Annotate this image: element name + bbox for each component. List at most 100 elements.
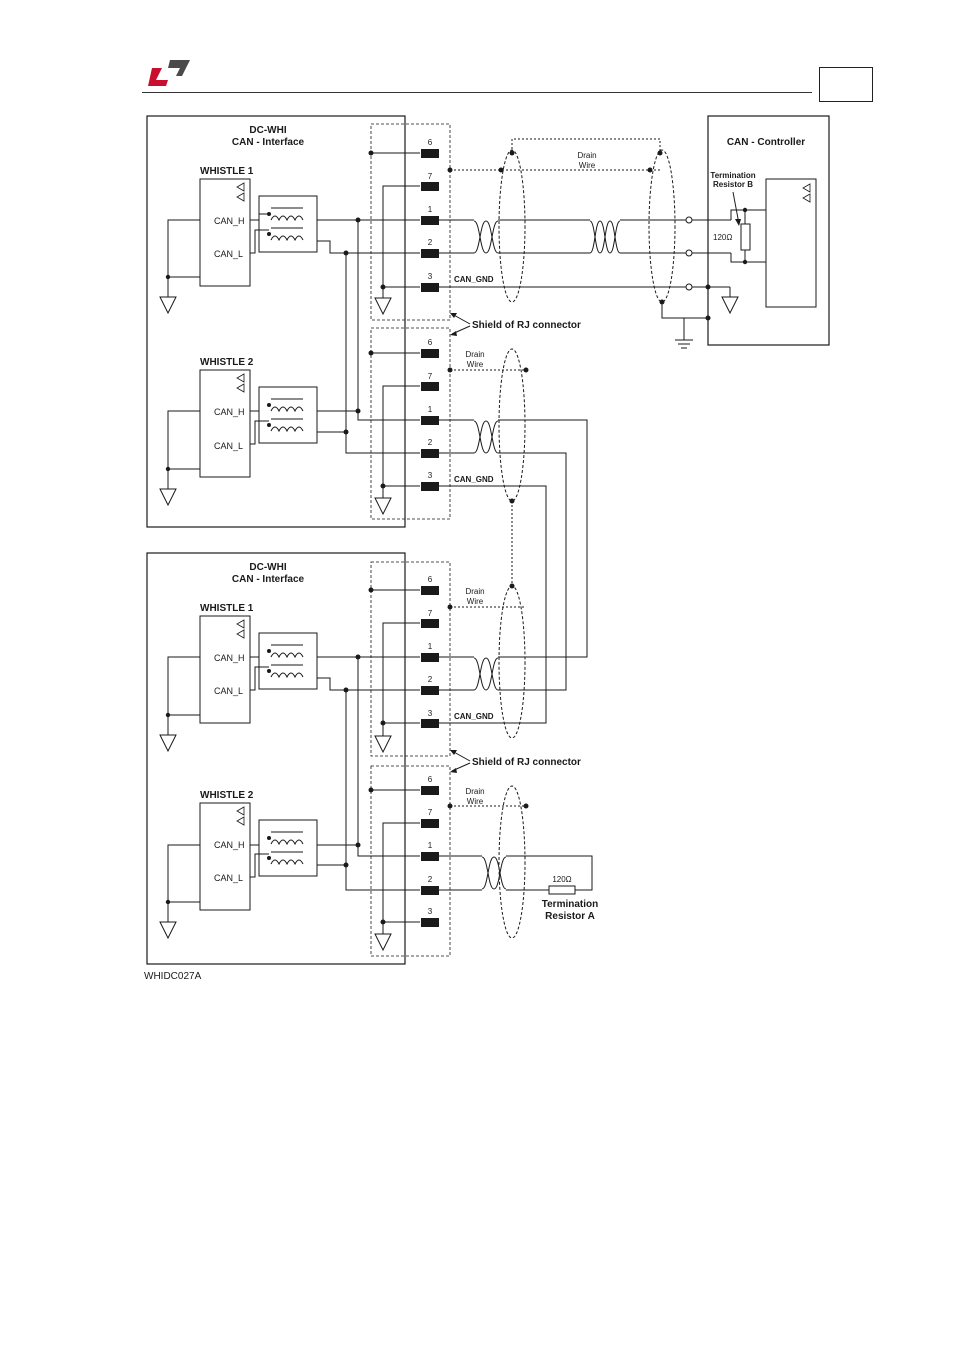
dc-whi-title-1: DC-WHI <box>249 125 286 136</box>
svg-text:6: 6 <box>428 775 433 784</box>
dc-whi-box-2 <box>146 552 406 965</box>
svg-text:1: 1 <box>428 205 433 214</box>
whistle-label: WHISTLE 1 <box>200 166 254 177</box>
termination-resistor-a <box>548 885 576 895</box>
svg-text:6: 6 <box>428 138 433 147</box>
signal-triangle-icon <box>236 182 245 202</box>
svg-text:Wire: Wire <box>579 161 596 170</box>
can-l-label: CAN_L <box>214 441 243 451</box>
ground-triangle-icon <box>374 287 392 315</box>
common-mode-choke-icon <box>258 819 318 877</box>
svg-text:2: 2 <box>428 875 433 884</box>
rj-connector-pins: 6 7 1 2 3 <box>421 138 439 292</box>
header-divider <box>142 92 812 93</box>
whistle-drive-box <box>199 615 251 724</box>
rj-connector-pins: 6 7 1 2 3 <box>421 338 439 491</box>
svg-text:Wire: Wire <box>467 360 484 369</box>
can-controller-ic <box>765 178 817 308</box>
drain-wire-label: Drain <box>577 151 596 160</box>
ground-triangle-icon <box>159 724 177 752</box>
can-h-label: CAN_H <box>214 407 245 417</box>
can-l-label: CAN_L <box>214 873 243 883</box>
resistor-b-value: 120Ω <box>713 233 732 242</box>
svg-text:Wire: Wire <box>467 797 484 806</box>
dc-whi-title-2: DC-WHI <box>249 562 286 573</box>
drain-wire-label: Drain <box>465 787 484 796</box>
can-controller-box <box>707 115 830 346</box>
can-gnd-label: CAN_GND <box>454 275 494 284</box>
dc-whi-box-1 <box>146 115 406 528</box>
whistle-drive-box <box>199 178 251 287</box>
common-mode-choke-icon <box>258 386 318 444</box>
can-l-label: CAN_L <box>214 686 243 696</box>
common-mode-choke-icon <box>258 195 318 253</box>
ground-triangle-icon <box>721 286 739 314</box>
shield-label: Shield of RJ connector <box>472 757 581 768</box>
svg-text:2: 2 <box>428 675 433 684</box>
svg-text:2: 2 <box>428 238 433 247</box>
svg-text:Resistor B: Resistor B <box>713 180 753 189</box>
ground-triangle-icon <box>374 725 392 753</box>
shield-label: Shield of RJ connector <box>472 320 581 331</box>
ground-triangle-icon <box>159 286 177 314</box>
svg-text:3: 3 <box>428 471 433 480</box>
figure-id: WHIDC027A <box>144 971 202 982</box>
svg-text:7: 7 <box>428 172 433 181</box>
page-number-box <box>819 67 873 102</box>
signal-triangle-icon <box>236 806 245 826</box>
signal-triangle-icon <box>236 373 245 393</box>
svg-text:6: 6 <box>428 338 433 347</box>
signal-triangle-icon <box>236 619 245 639</box>
twisted-pair-icon <box>481 856 507 890</box>
drain-wire-label: Drain <box>465 350 484 359</box>
svg-text:1: 1 <box>428 405 433 414</box>
twisted-pair-icon <box>473 220 499 254</box>
can-h-label: CAN_H <box>214 216 245 226</box>
svg-text:2: 2 <box>428 438 433 447</box>
dc-whi-subtitle-2: CAN - Interface <box>232 574 305 585</box>
termination-resistor-b <box>740 223 751 251</box>
ground-triangle-icon <box>159 478 177 506</box>
whistle-label: WHISTLE 1 <box>200 603 254 614</box>
rj-shield-box <box>370 123 451 321</box>
svg-text:1: 1 <box>428 841 433 850</box>
resistor-a-value: 120Ω <box>552 875 571 884</box>
rj-shield-box <box>370 561 451 757</box>
ground-triangle-icon <box>159 911 177 939</box>
svg-text:3: 3 <box>428 907 433 916</box>
rj-shield-box <box>370 765 451 957</box>
svg-text:7: 7 <box>428 808 433 817</box>
svg-text:3: 3 <box>428 709 433 718</box>
earth-ground-icon <box>675 339 693 349</box>
svg-text:Wire: Wire <box>467 597 484 606</box>
twisted-pair-icon <box>473 420 499 454</box>
signal-triangle-icon <box>802 183 811 203</box>
svg-text:7: 7 <box>428 372 433 381</box>
whistle-label: WHISTLE 2 <box>200 790 254 801</box>
rj-connector-pins: 6 7 1 2 3 <box>421 575 439 728</box>
twisted-pair-icon <box>589 220 621 254</box>
dc-whi-subtitle-1: CAN - Interface <box>232 137 305 148</box>
svg-text:1: 1 <box>428 642 433 651</box>
can-gnd-label: CAN_GND <box>454 475 494 484</box>
can-l-label: CAN_L <box>214 249 243 259</box>
termination-b-label: Termination <box>710 171 755 180</box>
ground-triangle-icon <box>374 487 392 515</box>
whistle-label: WHISTLE 2 <box>200 357 254 368</box>
common-mode-choke-icon <box>258 632 318 690</box>
svg-text:7: 7 <box>428 609 433 618</box>
twisted-pair-icon <box>473 657 499 691</box>
can-gnd-label: CAN_GND <box>454 712 494 721</box>
ground-triangle-icon <box>374 923 392 951</box>
rj-connector-pins: 6 7 1 2 3 <box>421 775 439 927</box>
can-controller-title: CAN - Controller <box>727 137 805 148</box>
whistle-drive-box <box>199 802 251 911</box>
can-h-label: CAN_H <box>214 840 245 850</box>
whistle-drive-box <box>199 369 251 478</box>
can-h-label: CAN_H <box>214 653 245 663</box>
svg-text:3: 3 <box>428 272 433 281</box>
drain-wire-label: Drain <box>465 587 484 596</box>
svg-text:Resistor A: Resistor A <box>545 911 595 922</box>
company-logo <box>148 58 192 88</box>
